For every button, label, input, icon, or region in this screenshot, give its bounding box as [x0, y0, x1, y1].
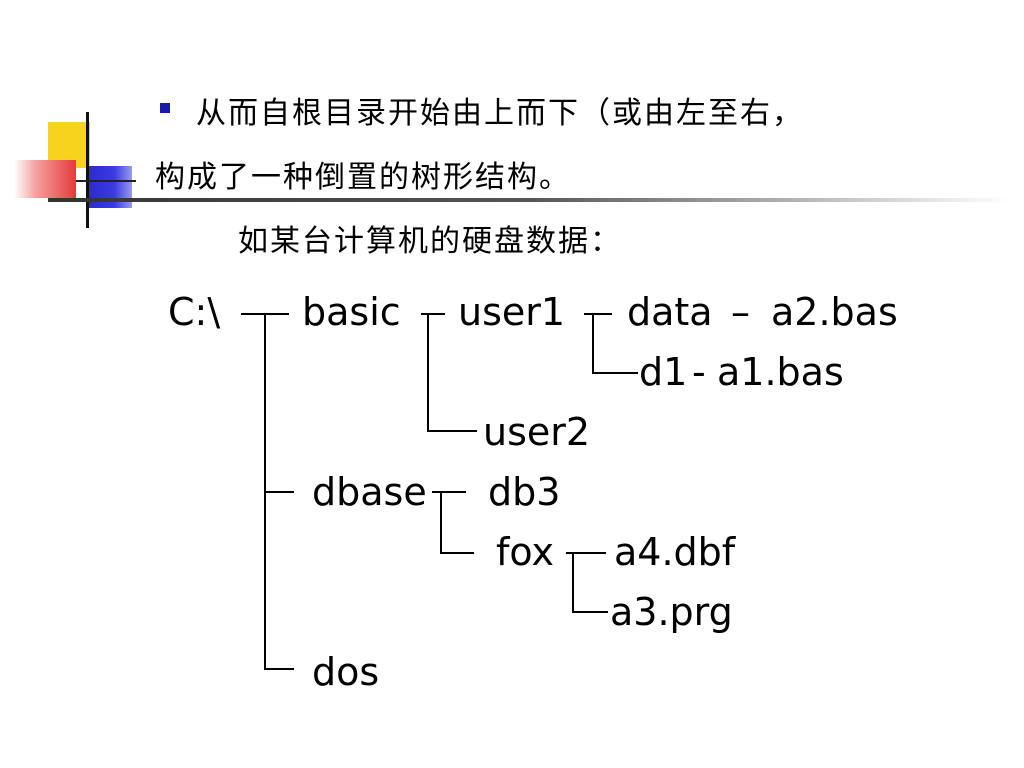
tree-line-fox-v [572, 552, 574, 612]
tree-node-data: data [627, 290, 713, 334]
tree-line-dos-h [264, 668, 294, 670]
tree-line-a3-h [572, 611, 608, 613]
deco-red-block [14, 160, 76, 198]
deco-vertical-line [86, 112, 89, 228]
tree-node-user2: user2 [483, 410, 591, 454]
deco-horizontal-line-2 [76, 180, 136, 182]
tree-line-fox-h [440, 552, 474, 554]
tree-node-db3: db3 [488, 470, 561, 514]
tree-line-user1-h [584, 313, 612, 315]
tree-node-a4: a4.dbf [614, 530, 736, 574]
tree-line-dbase-h [264, 491, 294, 493]
tree-node-a1: a1.bas [717, 350, 844, 394]
tree-dash-2: - [692, 350, 706, 394]
deco-horizontal-line [48, 198, 1008, 202]
tree-node-dos: dos [312, 650, 380, 694]
tree-line-d1-h [592, 372, 638, 374]
bullet-icon [160, 103, 170, 113]
tree-line-dbase-v [440, 491, 442, 553]
slide-text-line3: 如某台计算机的硬盘数据： [238, 224, 622, 259]
tree-dash-1: – [731, 290, 750, 334]
slide-text-line1: 从而自根目录开始由上而下（或由左至右， [196, 96, 804, 131]
tree-line-dbase-branch-h [432, 491, 466, 493]
tree-line-basic-h [421, 313, 445, 315]
tree-node-user1: user1 [458, 290, 566, 334]
tree-node-a3: a3.prg [610, 590, 733, 634]
tree-node-fox: fox [496, 530, 554, 574]
tree-line-user2-h [427, 430, 477, 432]
tree-node-a2: a2.bas [771, 290, 898, 334]
tree-node-basic: basic [302, 290, 401, 334]
tree-node-dbase: dbase [312, 470, 427, 514]
slide-text-line2: 构成了一种倒置的树形结构。 [155, 160, 571, 195]
tree-line-basic-v [427, 313, 429, 431]
tree-line-user1-v [592, 313, 594, 373]
tree-line-fox-branch-h [566, 552, 606, 554]
tree-node-d1: d1 [639, 350, 688, 394]
tree-node-root: C:\ [168, 290, 221, 334]
